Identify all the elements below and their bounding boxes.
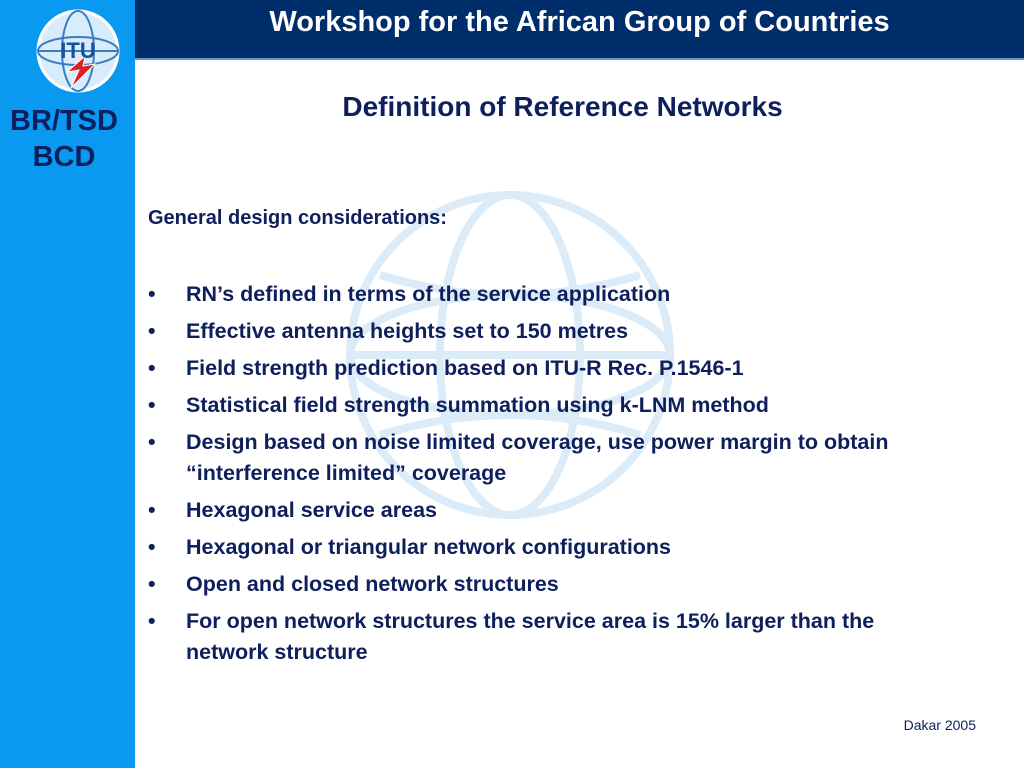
bullet-text: Field strength prediction based on ITU-R… — [186, 356, 744, 380]
bullet-text: Hexagonal service areas — [186, 498, 437, 522]
footer-location-date: Dakar 2005 — [903, 717, 976, 733]
logo-text: ITU — [60, 38, 95, 63]
bullet-item: • Hexagonal service areas — [148, 495, 908, 526]
itu-logo: ITU — [0, 0, 135, 100]
bullet-text: Statistical field strength summation usi… — [186, 393, 769, 417]
bullet-text: Effective antenna heights set to 150 met… — [186, 319, 629, 343]
bullet-item: • Design based on noise limited coverage,… — [148, 427, 908, 489]
slide-title: Definition of Reference Networks — [342, 91, 783, 122]
sidebar-label-line2: BCD — [32, 141, 96, 173]
bullet-text: Design based on noise limited coverage, … — [186, 430, 889, 485]
header-bar — [135, 0, 1024, 58]
bullet-icon: • — [148, 609, 156, 633]
itu-globe-logo-icon: ITU — [36, 9, 120, 93]
header-divider — [135, 58, 1024, 60]
bullet-icon: • — [148, 393, 156, 417]
bullet-item: • Open and closed network structures — [148, 569, 908, 600]
bullet-item: • Effective antenna heights set to 150 me… — [148, 316, 908, 347]
bullet-text: For open network structures the service … — [186, 609, 875, 664]
bullet-text: Hexagonal or triangular network configur… — [186, 535, 672, 559]
bullet-icon: • — [148, 572, 156, 596]
bullet-text: RN’s defined in terms of the service app… — [186, 282, 671, 306]
bullet-icon: • — [148, 282, 156, 306]
bullet-item: • RN’s defined in terms of the service ap… — [148, 279, 908, 310]
bullet-item: • Statistical field strength summation us… — [148, 390, 908, 421]
bullet-icon: • — [148, 430, 156, 454]
globe-watermark-icon — [346, 191, 674, 519]
bullet-text: Open and closed network structures — [186, 572, 559, 596]
bullet-item: • Field strength prediction based on ITU-… — [148, 353, 908, 384]
bullet-icon: • — [148, 356, 156, 380]
bullet-icon: • — [148, 498, 156, 522]
header-title: Workshop for the African Group of Countr… — [269, 6, 890, 38]
section-heading: General design considerations: — [148, 207, 447, 229]
bullet-list: • RN’s defined in terms of the service ap… — [148, 279, 908, 674]
sidebar-label-line1: BR/TSD — [10, 105, 118, 137]
sidebar — [0, 0, 135, 768]
bullet-item: • For open network structures the service… — [148, 606, 908, 668]
bullet-icon: • — [148, 535, 156, 559]
bullet-icon: • — [148, 319, 156, 343]
bullet-item: • Hexagonal or triangular network configu… — [148, 532, 908, 563]
